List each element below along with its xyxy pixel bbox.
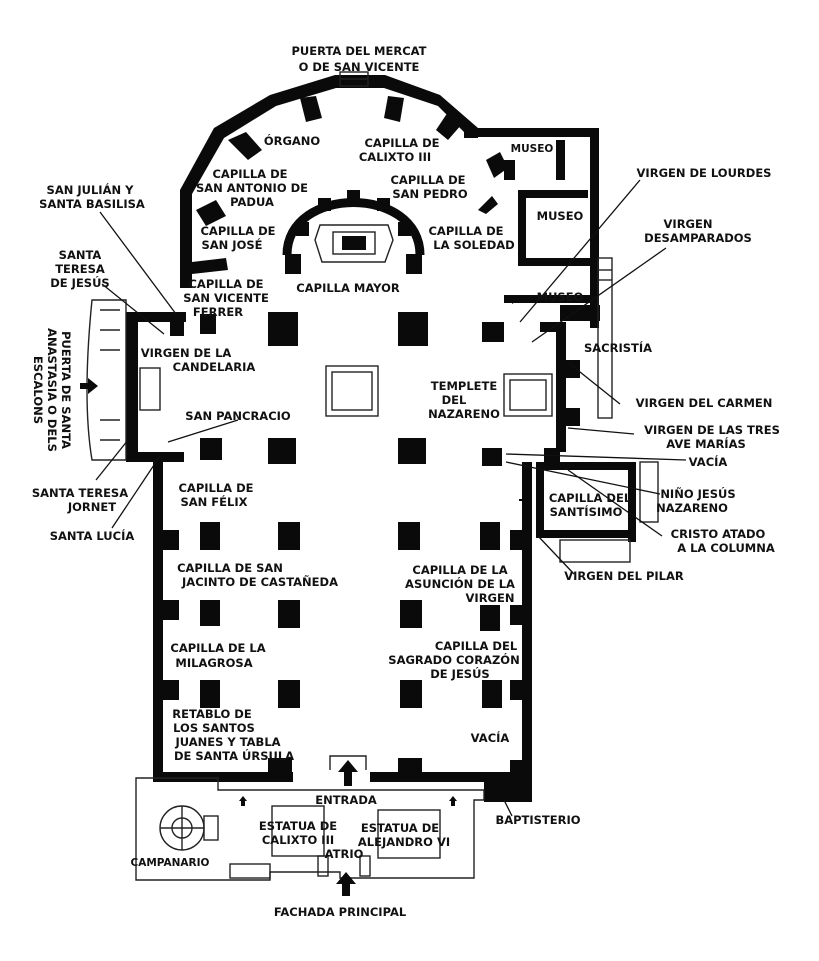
museum-block xyxy=(478,128,613,419)
label-san-antonio: PADUA xyxy=(230,195,274,209)
label-santa-teresa-jornet: JORNET xyxy=(67,500,116,514)
label-sagrado-corazon: CAPILLA DEL xyxy=(435,639,518,653)
atrium-arrow-right-icon xyxy=(449,796,457,806)
labels: PUERTA DEL MERCAT O DE SAN VICENTE ÓRGAN… xyxy=(31,44,780,919)
label-san-antonio: SAN ANTONIO DE xyxy=(196,181,308,195)
label-san-felix: CAPILLA DE xyxy=(178,481,253,495)
label-san-pedro: CAPILLA DE xyxy=(390,173,465,187)
label-retablo: RETABLO DE xyxy=(172,707,252,721)
label-san-vicente-ferrer: SAN VICENTE xyxy=(183,291,269,305)
label-museo: MUSEO xyxy=(511,143,554,155)
label-san-jacinto: CAPILLA DE SAN xyxy=(177,561,283,575)
label-san-vicente-ferrer: CAPILLA DE xyxy=(188,277,263,291)
museum-arrow-icon xyxy=(507,296,518,304)
label-san-vicente-ferrer: FERRER xyxy=(193,305,243,319)
label-baptisterio: BAPTISTERIO xyxy=(495,813,580,827)
label-santa-lucia: SANTA LUCÍA xyxy=(50,528,135,543)
label-atrio: ATRIO xyxy=(325,847,364,861)
label-san-felix: SAN FÉLIX xyxy=(181,494,248,509)
label-cristo-atado: A LA COLUMNA xyxy=(677,541,775,555)
label-san-jacinto: JACINTO DE CASTAÑEDA xyxy=(181,574,338,589)
label-vacia: VACÍA xyxy=(689,454,728,469)
label-asuncion: VIRGEN xyxy=(466,591,515,605)
atrium-arrow-left-icon xyxy=(239,796,247,806)
crossing xyxy=(325,365,553,417)
side-door-arrow-icon xyxy=(80,378,98,394)
label-museo: MUSEO xyxy=(537,290,584,304)
label-puerta-mercat: PUERTA DEL MERCAT xyxy=(292,44,427,58)
label-puerta-mercat: O DE SAN VICENTE xyxy=(299,60,420,74)
label-virgen-lourdes: VIRGEN DE LOURDES xyxy=(637,166,772,180)
label-retablo: DE SANTA ÚRSULA xyxy=(174,748,294,763)
label-asuncion: ASUNCIÓN DE LA xyxy=(405,576,515,591)
label-candelaria: CANDELARIA xyxy=(173,360,256,374)
label-milagrosa: MILAGROSA xyxy=(175,656,252,670)
nave-walls xyxy=(126,312,566,802)
label-templete: TEMPLETE xyxy=(431,379,498,393)
label-milagrosa: CAPILLA DE LA xyxy=(170,641,265,655)
santisimo-arrow-icon xyxy=(519,496,530,504)
label-santisimo: CAPILLA DEL xyxy=(549,491,632,505)
label-san-pedro: SAN PEDRO xyxy=(392,187,467,201)
entrance-arrow-icon xyxy=(338,760,358,786)
label-santa-teresa-jesus: TERESA xyxy=(55,262,105,276)
label-retablo: LOS SANTOS xyxy=(173,721,255,735)
label-san-antonio: CAPILLA DE xyxy=(212,167,287,181)
label-organo: ÓRGANO xyxy=(264,133,321,148)
label-vacia: VACÍA xyxy=(471,730,510,745)
label-san-pancracio: SAN PANCRACIO xyxy=(185,409,291,423)
label-virgen-desamparados: DESAMPARADOS xyxy=(644,231,752,245)
label-puerta-santa-anastasia: ESCALONS xyxy=(31,356,45,424)
label-sagrado-corazon: DE JESÚS xyxy=(430,666,489,681)
label-tres-ave-marias: AVE MARÍAS xyxy=(666,436,746,451)
label-puerta-santa-anastasia: PUERTA DE SANTA xyxy=(59,331,73,449)
side-porch xyxy=(86,299,161,461)
label-santa-teresa-jornet: SANTA TERESA xyxy=(32,486,128,500)
label-templete: NAZARENO xyxy=(428,407,500,421)
label-san-julian: SAN JULIÁN Y xyxy=(47,182,135,197)
label-san-jose: SAN JOSÉ xyxy=(201,237,262,252)
nave-piers xyxy=(170,312,580,778)
label-fachada-principal: FACHADA PRINCIPAL xyxy=(274,905,407,919)
atrium xyxy=(135,755,485,881)
label-museo: MUSEO xyxy=(537,209,584,223)
apse-walls xyxy=(180,71,478,288)
label-virgen-pilar: VIRGEN DEL PILAR xyxy=(564,569,684,583)
label-asuncion: CAPILLA DE LA xyxy=(412,563,507,577)
label-santa-teresa-jesus: DE JESÚS xyxy=(50,275,109,290)
label-campanario: CAMPANARIO xyxy=(131,857,210,869)
label-capilla-mayor: CAPILLA MAYOR xyxy=(296,281,400,295)
label-capilla-calixto: CAPILLA DE xyxy=(364,136,439,150)
label-candelaria: VIRGEN DE LA xyxy=(141,346,232,360)
santisimo-block xyxy=(536,461,659,563)
entrance-arrows xyxy=(80,296,530,896)
label-estatua-alejandro: ESTATUA DE xyxy=(361,821,439,835)
label-sacristia: SACRISTÍA xyxy=(584,340,652,355)
label-nino-jesus: NIÑO JESÚS xyxy=(660,486,735,501)
label-tres-ave-marias: VIRGEN DE LAS TRES xyxy=(644,423,780,437)
label-soledad: CAPILLA DE xyxy=(428,224,503,238)
label-san-julian: SANTA BASILISA xyxy=(39,197,145,211)
label-retablo: JUANES Y TABLA xyxy=(174,735,280,749)
label-santa-teresa-jesus: SANTA xyxy=(59,248,102,262)
label-capilla-calixto: CALIXTO III xyxy=(359,150,431,164)
label-virgen-carmen: VIRGEN DEL CARMEN xyxy=(636,396,773,410)
label-san-jose: CAPILLA DE xyxy=(200,224,275,238)
label-sagrado-corazon: SAGRADO CORAZÓN xyxy=(388,652,519,667)
label-estatua-alejandro: ALEJANDRO VI xyxy=(358,835,450,849)
main-facade-arrow-icon xyxy=(336,872,356,896)
label-estatua-calixto: CALIXTO III xyxy=(262,833,334,847)
label-virgen-desamparados: VIRGEN xyxy=(664,217,713,231)
label-santisimo: SANTÍSIMO xyxy=(550,504,623,519)
label-cristo-atado: CRISTO ATADO xyxy=(671,527,766,541)
label-puerta-santa-anastasia: ANASTASIA O DELS xyxy=(45,328,59,452)
label-nino-jesus: NAZARENO xyxy=(656,501,728,515)
label-templete: DEL xyxy=(442,393,467,407)
label-estatua-calixto: ESTATUA DE xyxy=(259,819,337,833)
label-soledad: LA SOLEDAD xyxy=(433,238,514,252)
leader-lines xyxy=(95,179,687,817)
label-entrada: ENTRADA xyxy=(315,793,377,807)
